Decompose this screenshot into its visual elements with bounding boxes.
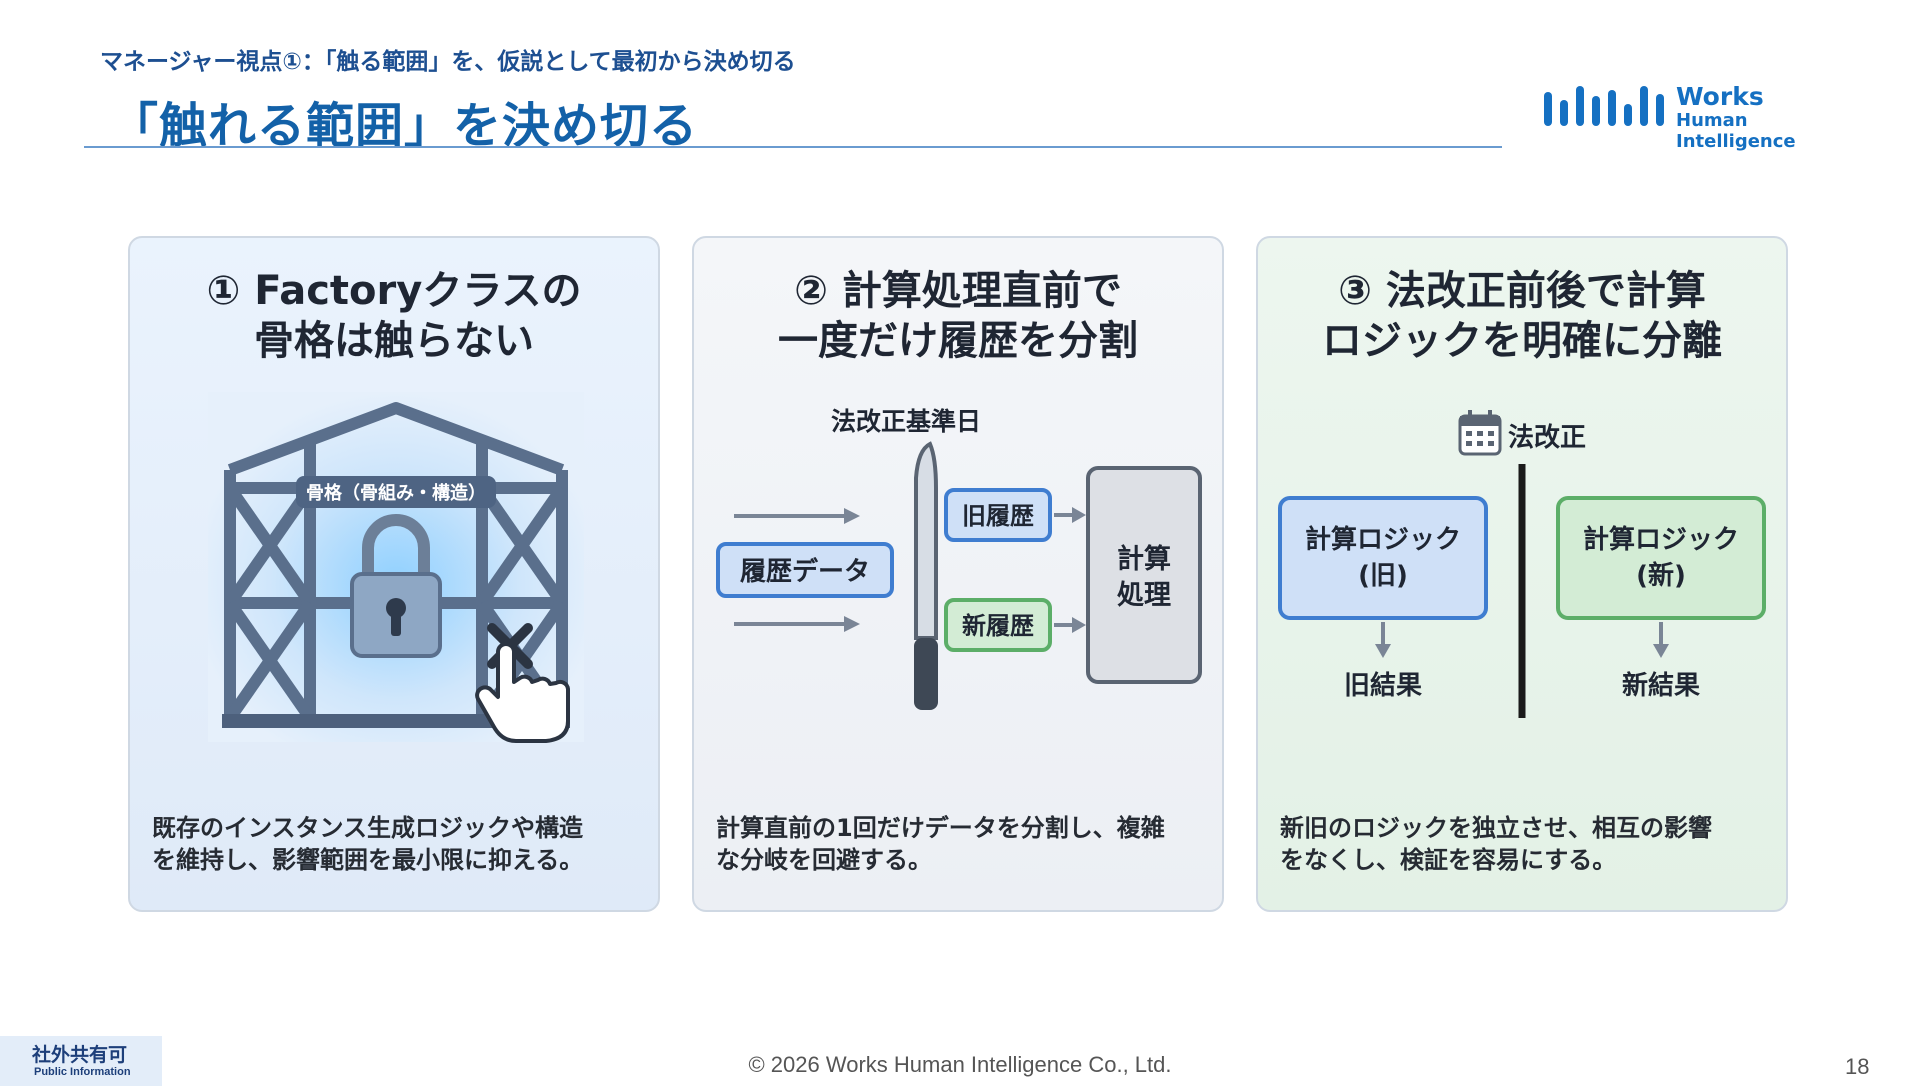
logo-word: Works <box>1676 82 1764 111</box>
card-description-line: を維持し、影響範囲を最小限に抑える。 <box>152 846 584 874</box>
frame-label: 骨格（骨組み・構造） <box>306 482 486 504</box>
old-result-label: 旧結果 <box>1344 670 1422 701</box>
reference-date-label: 法改正基準日 <box>831 407 981 436</box>
card-title-line: ロジックを明確に分離 <box>1322 318 1722 364</box>
new-history-label: 新履歴 <box>962 612 1034 640</box>
logo-subtitle: Human Intelligence <box>1676 110 1796 152</box>
card-title: ③ 法改正前後で計算 ロジックを明確に分離 <box>1258 266 1786 366</box>
card-description: 計算直前の1回だけデータを分割し、複雑 な分岐を回避する。 <box>716 812 1206 876</box>
card-factory-frame: ① Factoryクラスの 骨格は触らない <box>128 236 660 912</box>
card-separate-logic: ③ 法改正前後で計算 ロジックを明確に分離 法改正 計算ロジック (旧) 計算ロ… <box>1256 236 1788 912</box>
calc-label-line2: 処理 <box>1117 579 1171 611</box>
law-revision-label: 法改正 <box>1508 422 1586 453</box>
card-description-line: をなくし、検証を容易にする。 <box>1280 846 1617 874</box>
card-title-line: 骨格は触らない <box>254 318 534 364</box>
company-logo: Works Human Intelligence <box>1540 82 1860 152</box>
new-result-label: 新結果 <box>1622 670 1700 701</box>
new-logic-label-line1: 計算ロジック <box>1583 524 1739 555</box>
history-split-diagram: 法改正基準日 履歴データ 旧履歴 新履歴 計算 処理 <box>716 407 1202 710</box>
old-logic-label-line2: (旧) <box>1358 561 1408 591</box>
slide-title: 「触れる範囲」を決め切る <box>110 98 699 154</box>
card-title-line: 一度だけ履歴を分割 <box>778 318 1138 364</box>
badge-main-label: 社外共有可 <box>32 1044 128 1066</box>
copyright-notice: © 2026 Works Human Intelligence Co., Ltd… <box>748 1052 1172 1077</box>
calendar-icon <box>1458 410 1502 456</box>
card-title-line: ① Factoryクラスの <box>206 268 582 314</box>
locked-frame-icon: 骨格（骨組み・構造） <box>208 392 584 743</box>
logo-bars-icon <box>1544 86 1664 126</box>
card-title: ② 計算処理直前で 一度だけ履歴を分割 <box>694 266 1222 366</box>
card-title-line: ② 計算処理直前で <box>794 268 1122 314</box>
card-title-line: ③ 法改正前後で計算 <box>1338 268 1706 314</box>
logic-separation-diagram: 法改正 計算ロジック (旧) 計算ロジック (新) 旧結果 新結果 <box>1278 410 1766 718</box>
card-description: 新旧のロジックを独立させ、相互の影響 をなくし、検証を容易にする。 <box>1280 812 1770 876</box>
card-split-history: ② 計算処理直前で 一度だけ履歴を分割 法改正基準日 履歴データ 旧履歴 新履歴 <box>692 236 1224 912</box>
card-description-line: な分岐を回避する。 <box>716 846 932 874</box>
calc-label-line1: 計算 <box>1117 543 1171 575</box>
page-number: 18 <box>1845 1054 1870 1079</box>
card-title: ① Factoryクラスの 骨格は触らない <box>130 266 658 366</box>
new-logic-label-line2: (新) <box>1636 560 1686 591</box>
slide-subtitle: マネージャー視点①：「触る範囲」を、仮説として最初から決め切る <box>100 49 796 75</box>
history-data-label: 履歴データ <box>740 556 870 587</box>
card-description: 既存のインスタンス生成ロジックや構造 を維持し、影響範囲を最小限に抑える。 <box>152 812 642 876</box>
card-description-line: 計算直前の1回だけデータを分割し、複雑 <box>716 814 1165 842</box>
card-description-line: 既存のインスタンス生成ロジックや構造 <box>152 814 584 842</box>
old-history-label: 旧履歴 <box>962 502 1034 530</box>
card-description-line: 新旧のロジックを独立させ、相互の影響 <box>1280 814 1712 842</box>
old-logic-label-line1: 計算ロジック <box>1305 524 1461 555</box>
public-information-badge: 社外共有可 Public Information <box>0 1036 162 1086</box>
badge-sub-label: Public Information <box>34 1066 131 1078</box>
title-divider <box>84 146 1502 148</box>
